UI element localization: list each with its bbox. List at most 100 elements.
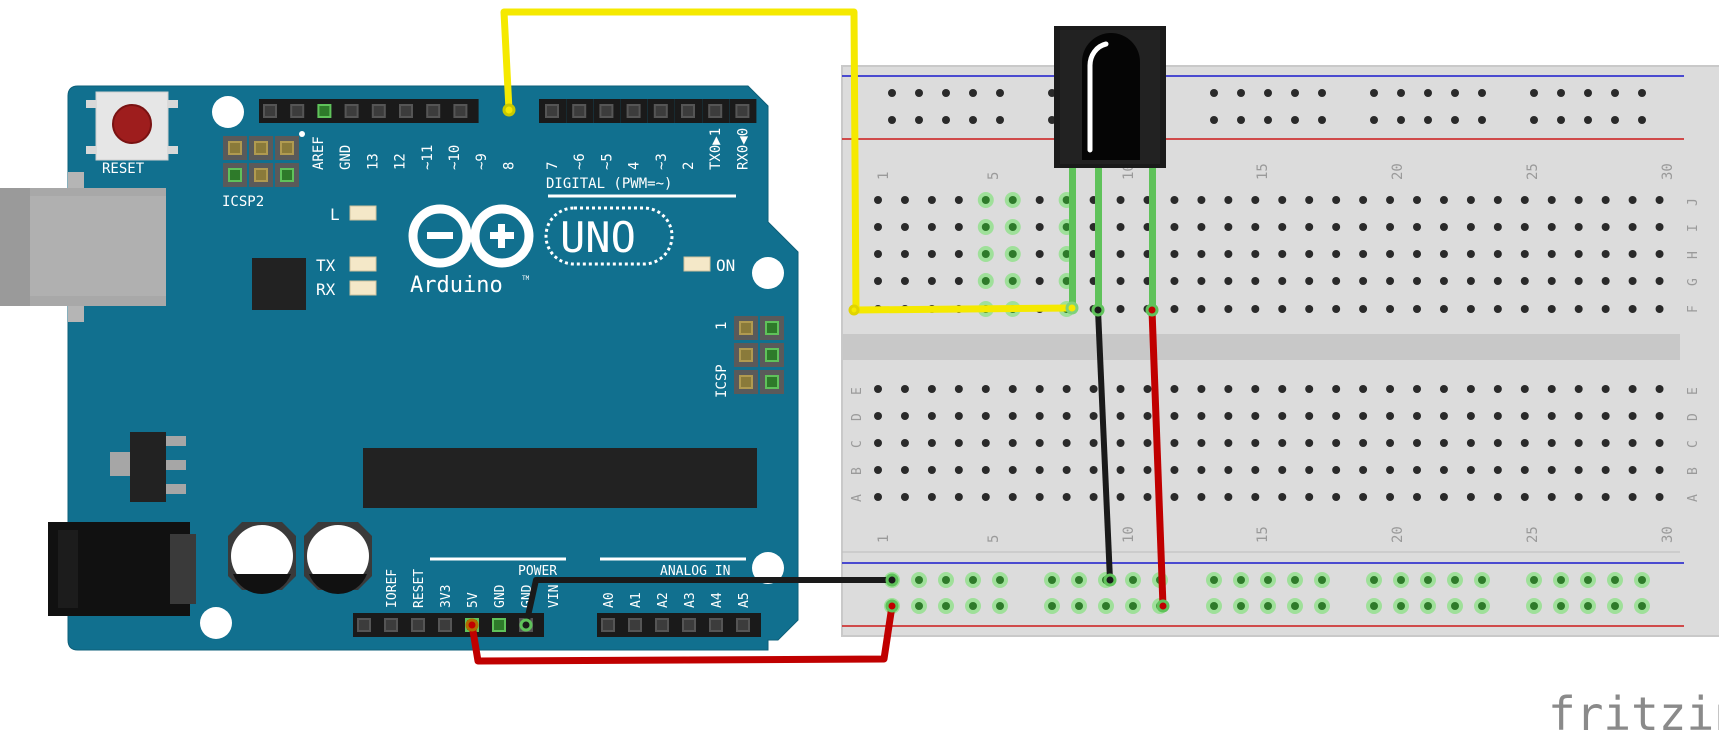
breadboard-hole	[927, 277, 936, 285]
breadboard-hole	[1035, 277, 1044, 285]
breadboard-center-channel	[842, 334, 1680, 360]
breadboard-hole	[1574, 466, 1583, 474]
breadboard-hole	[1305, 412, 1314, 420]
breadboard-hole	[1655, 223, 1664, 231]
icsp-pin	[765, 321, 779, 335]
rail-hole	[1424, 89, 1432, 97]
rail-hole	[1478, 602, 1486, 610]
breadboard-hole	[1170, 250, 1179, 258]
analog-header	[597, 613, 761, 637]
col-number-10-bottom: 10	[1121, 526, 1137, 543]
breadboard-hole	[874, 493, 882, 501]
breadboard-hole	[1493, 196, 1502, 204]
breadboard-hole	[1413, 250, 1421, 258]
pin-label: 4	[627, 162, 643, 170]
trademark: TM	[522, 275, 530, 282]
analog-header-pin	[601, 618, 615, 632]
reset-button	[86, 91, 178, 161]
breadboard-hole	[1655, 439, 1664, 447]
breadboard-hole	[1116, 385, 1125, 393]
led-on-label: ON	[716, 256, 735, 275]
breadboard-hole	[874, 250, 882, 258]
rail-hole	[1530, 116, 1538, 124]
rail-hole	[1478, 116, 1486, 124]
analog-header-pin	[709, 618, 723, 632]
wire-end-markers	[465, 103, 1170, 632]
breadboard-hole	[1332, 493, 1341, 501]
icsp-pin	[765, 375, 779, 389]
breadboard-hole	[927, 385, 936, 393]
wire-yellow-signal	[500, 8, 1073, 314]
digital-header-right-pin	[681, 104, 695, 118]
rail-hole	[915, 116, 923, 124]
breadboard: 1 5 10 15 20 25 30 1 5 10 15 20 25 30 J …	[841, 65, 1719, 637]
breadboard-hole	[900, 385, 909, 393]
breadboard-hole	[1628, 277, 1637, 285]
rail-hole	[1370, 576, 1378, 584]
icsp-label: ICSP	[714, 364, 730, 398]
rail-hole	[1451, 116, 1459, 124]
breadboard-hole	[1224, 305, 1233, 313]
breadboard-hole	[1359, 466, 1368, 474]
row-letter-d-left: D	[850, 413, 865, 421]
breadboard-hole	[1493, 385, 1502, 393]
led-rx-label: RX	[316, 280, 336, 299]
breadboard-hole	[954, 385, 963, 393]
rail-hole	[1129, 602, 1137, 610]
breadboard-hole	[1305, 196, 1314, 204]
breadboard-hole	[1008, 412, 1017, 420]
digital-header-right-pin	[653, 104, 668, 118]
rail-hole	[1264, 116, 1272, 124]
breadboard-hole	[1332, 277, 1341, 285]
breadboard-hole	[1170, 439, 1179, 447]
breadboard-hole	[1386, 385, 1395, 393]
breadboard-hole	[1574, 493, 1583, 501]
breadboard-hole	[1170, 466, 1179, 474]
pin-label: ~9	[474, 153, 490, 170]
rail-hole	[915, 576, 923, 584]
breadboard-hole	[874, 277, 882, 285]
rail-hole	[1237, 602, 1245, 610]
col-number-5-bottom: 5	[986, 535, 1002, 543]
breadboard-hole	[1386, 493, 1395, 501]
breadboard-hole	[1332, 223, 1341, 231]
row-letter-h-right: H	[1686, 251, 1701, 259]
breadboard-hole	[1628, 223, 1637, 231]
breadboard-hole	[1466, 385, 1475, 393]
icsp-pin	[739, 348, 753, 362]
capacitor	[304, 522, 372, 595]
pin-label: 12	[393, 153, 409, 170]
microcontroller-chip	[363, 448, 757, 508]
col-number-30-bottom: 30	[1660, 526, 1676, 543]
breadboard-hole	[1520, 196, 1529, 204]
rail-hole	[942, 576, 950, 584]
wire-black-ground-rail	[1095, 309, 1113, 581]
breadboard-hole	[1116, 223, 1125, 231]
breadboard-hole	[1062, 493, 1071, 501]
breadboard-hole	[1574, 196, 1583, 204]
breadboard-hole	[1601, 250, 1610, 258]
rail-hole	[996, 89, 1004, 97]
breadboard-hole	[1520, 277, 1529, 285]
breadboard-hole	[1386, 412, 1395, 420]
pin-label: RESET	[412, 569, 427, 608]
breadboard-hole	[1224, 223, 1233, 231]
breadboard-hole	[1224, 466, 1233, 474]
breadboard-hole	[1062, 196, 1071, 204]
breadboard-hole	[874, 466, 882, 474]
breadboard-hole	[1251, 439, 1260, 447]
breadboard-hole	[1547, 250, 1556, 258]
breadboard-hole	[1035, 493, 1044, 501]
breadboard-hole	[874, 385, 882, 393]
breadboard-hole	[1224, 277, 1233, 285]
breadboard-hole	[1439, 223, 1448, 231]
led-l-label: L	[330, 205, 340, 224]
icsp2-label: ICSP2	[222, 194, 264, 210]
breadboard-hole	[1359, 385, 1368, 393]
breadboard-hole	[1574, 223, 1583, 231]
rail-hole	[1318, 116, 1326, 124]
breadboard-hole	[1359, 223, 1368, 231]
breadboard-hole	[927, 439, 936, 447]
breadboard-hole	[1278, 412, 1287, 420]
breadboard-hole	[954, 439, 963, 447]
